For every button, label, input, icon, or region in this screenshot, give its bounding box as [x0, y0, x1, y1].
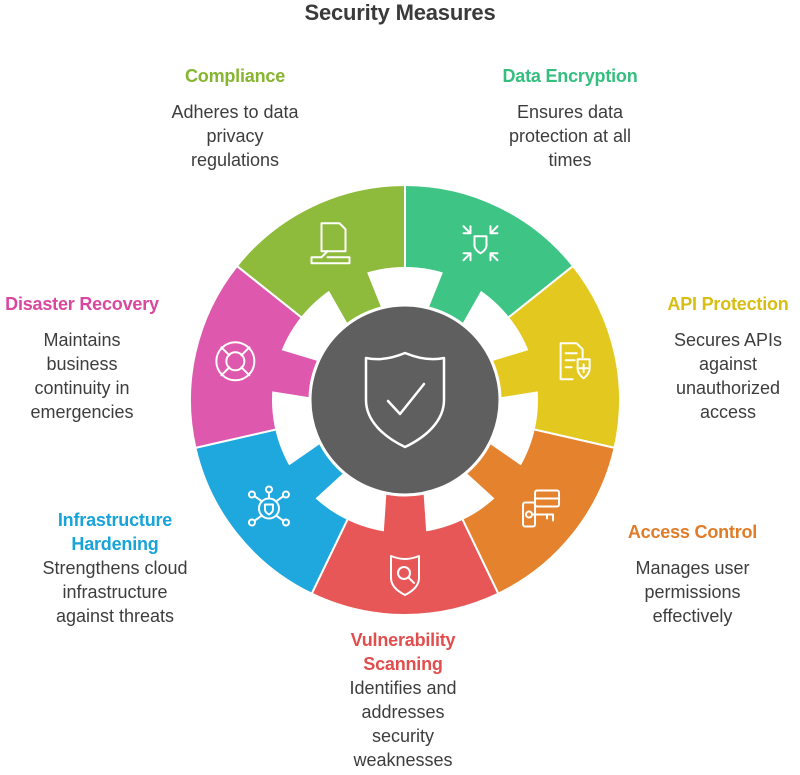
segment-desc-line: permissions	[644, 582, 741, 602]
segment-title: Disaster Recovery	[5, 294, 159, 314]
segment-title: API Protection	[667, 294, 789, 314]
segment-title: Compliance	[184, 66, 286, 86]
shield-search-icon	[390, 555, 420, 596]
segment-title-line: Vulnerability	[350, 630, 456, 650]
segment-desc-line: Strengthens cloud	[42, 558, 188, 578]
connector-bridge	[268, 348, 324, 399]
segment-desc-line: access	[699, 402, 757, 422]
label-vulnerability-scanning: Vulnerability Scanning Identifies and ad…	[300, 628, 506, 772]
network-shield-icon	[247, 485, 290, 527]
shield-check-icon	[364, 351, 446, 449]
segment-desc-line: against threats	[55, 606, 175, 626]
segment-desc-line: weaknesses	[353, 750, 453, 770]
document-shield-icon	[559, 342, 591, 381]
segment-desc-line: privacy	[206, 126, 264, 146]
segment-desc-line: Manages user	[635, 558, 750, 578]
segment-title-line: Scanning	[363, 654, 443, 674]
segment-desc-line: regulations	[190, 150, 280, 170]
segment-desc-line: security	[371, 726, 434, 746]
center-circle	[308, 303, 502, 497]
label-compliance: Compliance Adheres to data privacy regul…	[135, 64, 335, 172]
segment-title: Data Encryption	[502, 66, 638, 86]
label-disaster-recovery: Disaster Recovery Maintains business con…	[0, 292, 164, 424]
segment-desc-line: Identifies and	[349, 678, 457, 698]
segment-title-line: Infrastructure	[57, 510, 173, 530]
compress-shield-icon	[462, 225, 499, 262]
segment-desc-line: Maintains	[43, 330, 121, 350]
segment-desc-line: Secures APIs	[673, 330, 783, 350]
segment-desc-line: Adheres to data	[171, 102, 299, 122]
segment-desc-line: against	[698, 354, 758, 374]
segment-title: Access Control	[627, 522, 758, 542]
segment-title-line: Hardening	[71, 534, 159, 554]
segment-desc-line: continuity in	[34, 378, 130, 398]
lifebuoy-icon	[215, 341, 256, 382]
segment-desc-line: times	[548, 150, 592, 170]
segment-desc-line: business	[46, 354, 118, 374]
label-data-encryption: Data Encryption Ensures data protection …	[465, 64, 675, 172]
segment-desc-line: Ensures data	[516, 102, 624, 122]
segment-desc-line: infrastructure	[62, 582, 168, 602]
segment-desc-line: emergencies	[30, 402, 134, 422]
document-sign-icon	[310, 222, 351, 265]
label-api-protection: API Protection Secures APIs against unau…	[648, 292, 800, 424]
connector-bridge	[486, 348, 542, 399]
connector-bridge	[383, 488, 427, 536]
diagram-title: Security Measures	[304, 0, 496, 25]
segment-desc-line: effectively	[652, 606, 733, 626]
label-infrastructure-hardening: Infrastructure Hardening Strengthens clo…	[15, 508, 215, 628]
label-access-control: Access Control Manages user permissions …	[600, 520, 785, 628]
segment-desc-line: addresses	[361, 702, 445, 722]
key-card-icon	[522, 489, 561, 528]
segment-desc-line: unauthorized	[675, 378, 781, 398]
segment-desc-line: protection at all	[508, 126, 632, 146]
